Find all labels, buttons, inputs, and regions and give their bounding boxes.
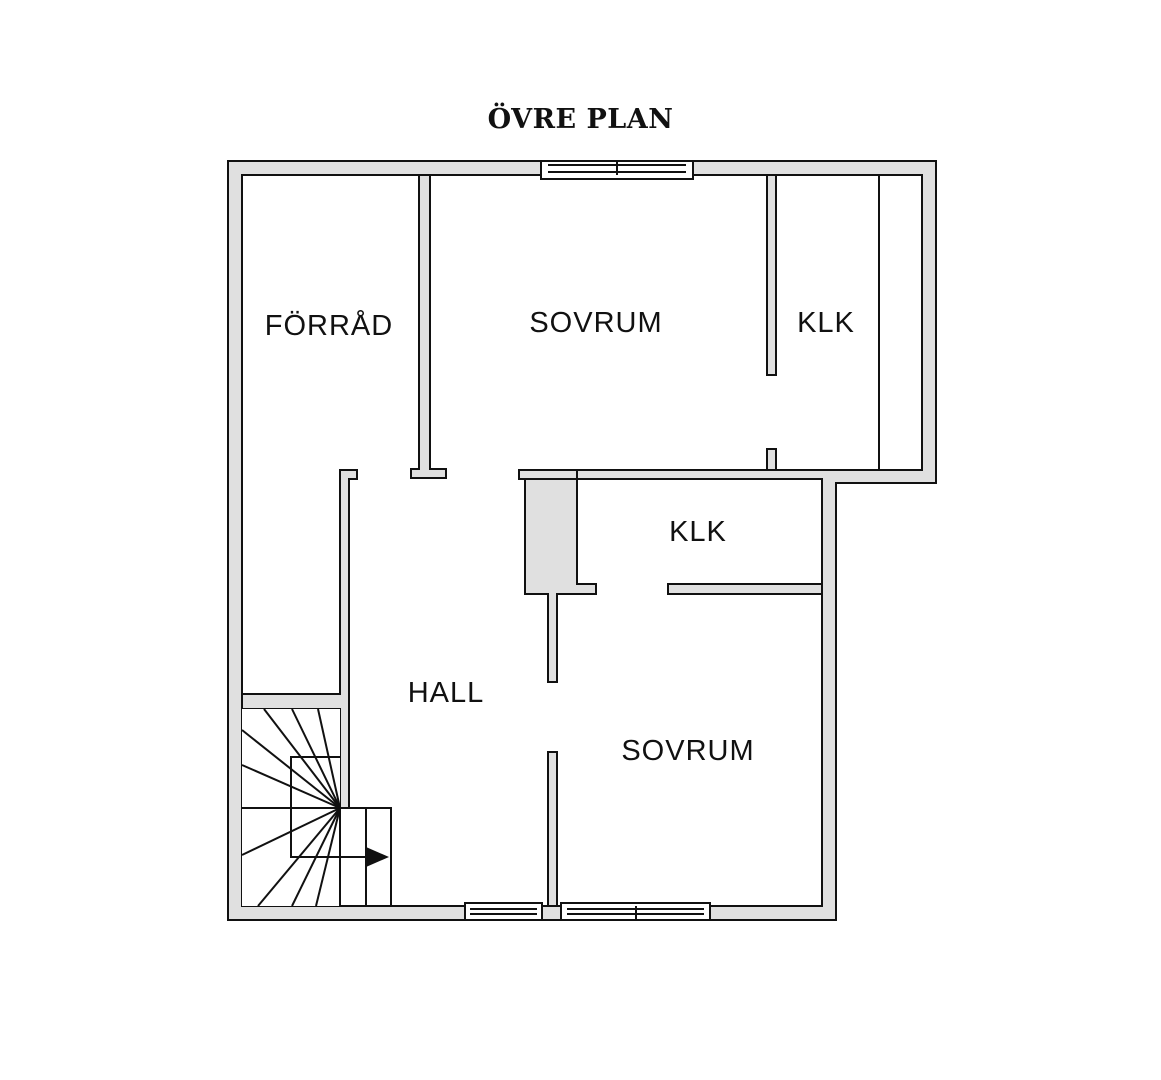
room-label-hall: HALL <box>408 677 485 709</box>
room-label-klk-middle: KLK <box>669 516 727 548</box>
room-label-klk-top: KLK <box>797 307 855 339</box>
room-label-forrad: FÖRRÅD <box>265 309 393 342</box>
window-bottom-sovrum <box>560 902 711 921</box>
window-bottom-hall <box>464 902 543 921</box>
room-label-sovrum-bottom: SOVRUM <box>621 735 754 767</box>
plan-title: ÖVRE PLAN <box>487 104 674 135</box>
arrow-right-icon <box>366 847 389 867</box>
room-label-sovrum-top: SOVRUM <box>529 307 662 339</box>
forrad-sovrum-wall <box>410 174 447 479</box>
klk-middle-bottom-wall <box>667 583 823 595</box>
hall-sovrum-wall <box>547 751 558 907</box>
window-top <box>540 160 694 180</box>
sovrum-klk-wall-upper <box>766 174 777 376</box>
staircase <box>241 708 392 907</box>
chimney-block <box>524 478 597 683</box>
sovrum-klk-wall-lower <box>766 448 777 471</box>
